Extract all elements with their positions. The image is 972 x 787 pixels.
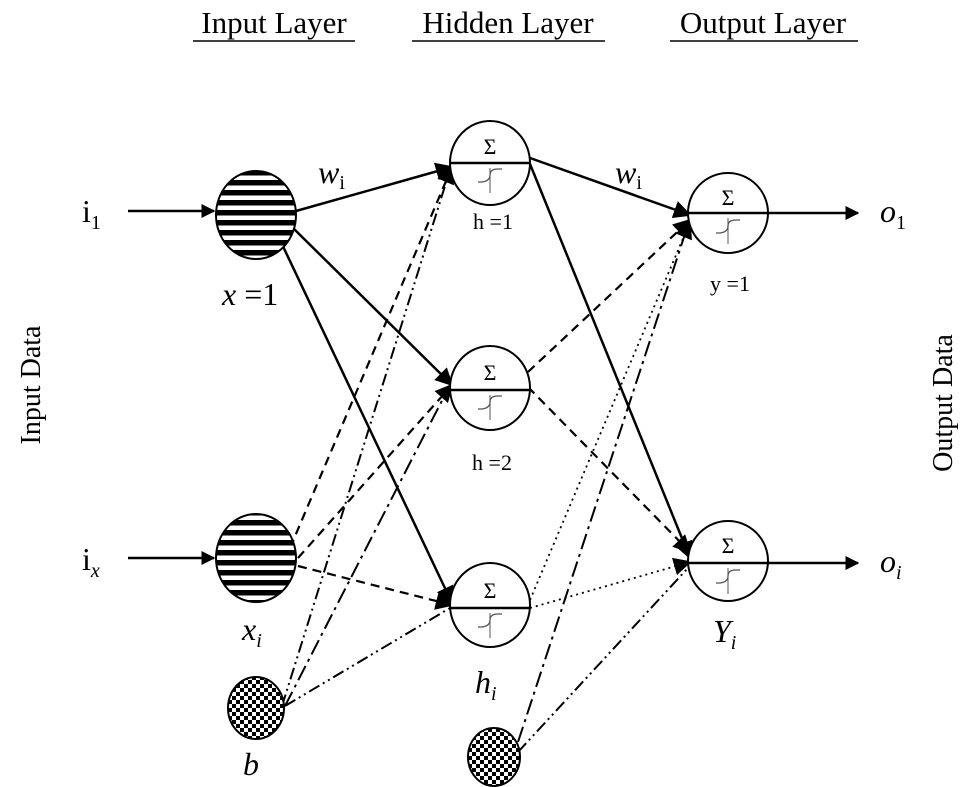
sum-symbol: Σ [484,578,497,603]
connection-x1-h1 [295,162,454,213]
input-data-label: Input Data [16,325,47,445]
input-label-x: ix [82,541,100,582]
output-data-label: Output Data [928,334,959,472]
output-label-yi: Yi [713,613,736,654]
output-value-1: o1 [880,193,906,234]
input-layer-title: Input Layer [201,5,347,40]
connection-h1-y1 [529,156,692,219]
connection-x1-h2 [289,224,454,387]
connection-xi-h2 [297,383,454,559]
input-node-x1 [215,170,297,260]
connection-h2-yi [527,386,692,554]
connection-x1-hi [278,239,454,605]
connection-b-h2 [284,384,451,707]
connection-h2-y1 [527,218,692,373]
sum-symbol: Σ [484,360,497,385]
connection-hi-y1 [529,220,692,601]
connection-h1-yi [528,163,693,560]
hidden-label-h2: h =2 [472,450,512,475]
output-value-i: oi [880,543,902,584]
output-layer-title: Output Layer [680,5,847,40]
weight-label-input-hidden: wi [318,154,345,194]
hidden-neuron-h2: Σ [449,345,531,431]
bias-node-hidden [467,727,521,787]
input-label-1: i1 [82,193,101,234]
hidden-label-h1: h =1 [473,209,513,234]
bias-label: b [243,746,259,782]
input-node-label-i: xi [241,611,262,652]
output-label-y1: y =1 [710,271,750,296]
sum-symbol: Σ [484,134,497,159]
sum-symbol: Σ [722,185,735,210]
hidden-label-hi: hi [475,664,497,705]
weight-label-hidden-output: wi [615,154,642,194]
connection-b-hi [284,607,451,707]
hidden-neuron-h1: Σ [449,120,531,206]
hidden-neuron-hi: Σ [449,562,531,648]
connection-b2-y1 [517,224,689,743]
output-neuron-y1: Σ [687,172,769,254]
connection-xi-hi [297,564,454,610]
connection-xi-h1 [288,165,454,549]
output-neuron-yi: Σ [687,520,769,602]
input-node-xi [215,513,297,603]
input-node-label-1: x =1 [221,276,278,312]
bias-node-input [227,676,285,740]
connection-b-h1 [281,169,451,707]
hidden-layer-title: Hidden Layer [422,5,594,40]
connection-b2-yi [517,567,689,753]
sum-symbol: Σ [722,533,735,558]
connection-hi-yi [529,557,692,609]
